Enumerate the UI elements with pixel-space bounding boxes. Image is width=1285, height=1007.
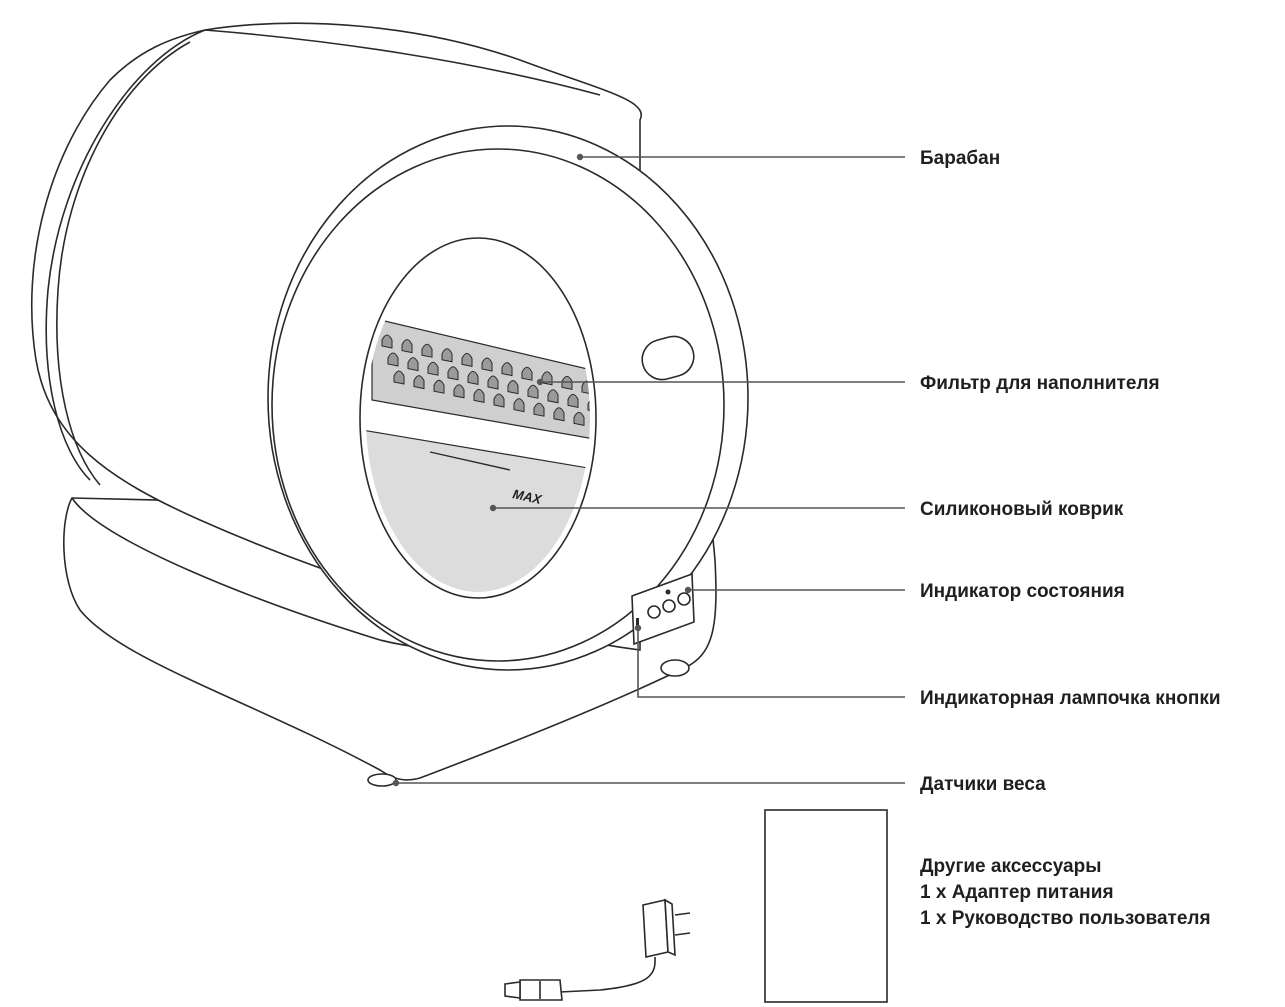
filter-tooth [413,375,425,390]
power-adapter [504,898,691,1001]
filter-tooth [461,352,473,368]
filter-tooth [527,384,539,399]
accessory-item-adapter: 1 x Адаптер питания [920,882,1114,903]
filter-tooth [493,393,505,408]
filter-tooth [587,398,590,413]
control-button-1[interactable] [647,605,661,619]
drum-top-edge [204,29,601,96]
label-mat: Силиконовый коврик [920,499,1124,520]
filter-tooth [533,402,545,417]
filter-tooth [407,357,419,372]
silicone-mat [366,429,590,592]
filter-tooth [513,398,525,413]
filter-tooth [573,411,585,427]
filter-tooth [401,339,413,354]
label-status: Индикатор состояния [920,581,1125,602]
button-light-strip [636,618,639,630]
filter-tooth [501,362,513,377]
filter-tooth [507,380,519,395]
filter-tooth [421,343,433,358]
drum-handle [641,335,695,381]
label-weight: Датчики веса [920,774,1046,795]
label-filter: Фильтр для наполнителя [920,373,1160,394]
filter-tooth [441,348,453,363]
filter-tooth [567,393,579,409]
filter-tooth [433,379,445,394]
filter-tooth [467,370,479,386]
label-button-light: Индикаторная лампочка кнопки [920,688,1221,709]
max-mark: MAX [511,486,544,507]
status-light [665,589,671,595]
drum-back-rim-inner [56,41,191,486]
filter-tooth [393,370,405,385]
base-foot-front [367,773,397,787]
drum-front-inner-rim [271,148,725,662]
max-line [429,451,511,471]
accessories-title: Другие аксессуары [920,856,1101,877]
filter-tooth [481,357,493,372]
filter-tooth [473,388,485,404]
filter-tooth [487,375,499,390]
filter-tooth [553,407,565,422]
filter-tooth [561,375,573,391]
drum-back-rim [45,29,206,481]
filter-tooth [387,352,399,367]
user-manual [764,809,888,1003]
drum-interior: MAX [366,244,590,592]
filter-tooth [381,334,393,349]
leader-lines [392,153,905,787]
label-drum: Барабан [920,148,1000,169]
accessory-item-manual: 1 x Руководство пользователя [920,908,1211,929]
filter-tooth [521,366,533,381]
filter-tooth [541,371,553,386]
filter-tooth [453,384,465,399]
filter-tooth [427,361,439,376]
base-foot-right [660,659,690,677]
filter-tooth [547,389,559,404]
filter-tooth [447,366,459,381]
control-button-2[interactable] [662,599,676,613]
control-button-3[interactable] [677,592,691,606]
